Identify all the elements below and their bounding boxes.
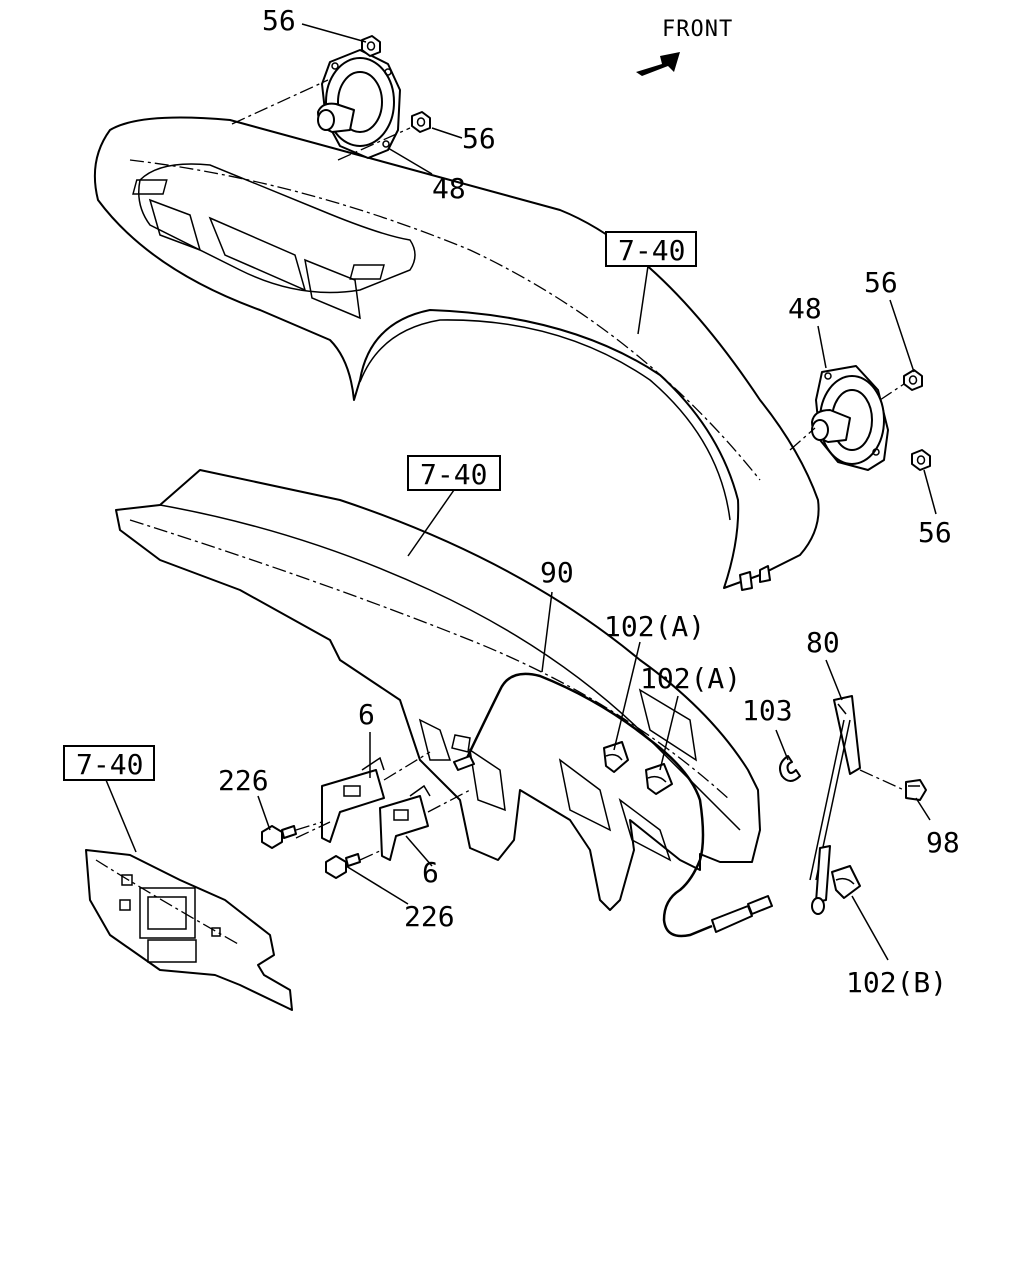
callout-102a: 102(A): [640, 662, 741, 695]
callout-6: 6: [422, 856, 439, 889]
screw-98: [905, 779, 927, 801]
antenna-80: [809, 695, 861, 915]
callout-6: 6: [358, 698, 375, 731]
callout-102a: 102(A): [604, 610, 705, 643]
callout-56: 56: [462, 122, 496, 155]
callout-226: 226: [218, 764, 269, 797]
bracket-6-lower: [379, 784, 431, 861]
callout-102b: 102(B): [846, 966, 947, 999]
lower-left-trim-panel: [85, 849, 293, 1011]
bracket-6-upper: [321, 756, 385, 843]
callout-48: 48: [788, 292, 822, 325]
speaker-right: [811, 365, 889, 471]
clip-102a-left: [603, 741, 629, 773]
bolt-226-upper: [261, 825, 297, 849]
speaker-left: [317, 49, 401, 159]
leader-lines: [105, 23, 937, 961]
callout-48: 48: [432, 172, 466, 205]
callout-98: 98: [926, 826, 960, 859]
callout-90: 90: [540, 556, 574, 589]
ring-103: [779, 755, 801, 782]
nut-56-top: [361, 35, 381, 57]
clip-102b: [831, 865, 861, 899]
callout-56: 56: [864, 266, 898, 299]
nut-56-left-side: [411, 111, 431, 133]
callout-56: 56: [262, 4, 296, 37]
nut-56-right-top: [903, 369, 923, 391]
ref-box-lower-frame: 7-40: [407, 455, 501, 491]
ref-box-upper-panel: 7-40: [605, 231, 697, 267]
front-indicator: FRONT: [636, 17, 733, 76]
antenna-cable-90: [453, 672, 773, 938]
ref-box-trim-panel: 7-40: [63, 745, 155, 781]
ref-label-lower: 7-40: [76, 748, 143, 781]
upper-dash-panel: [93, 116, 820, 591]
ref-label-upper: 7-40: [618, 234, 685, 267]
callout-labels: 56 56 48 48 56 56 90 102(A) 102(A) 80 10…: [218, 4, 960, 999]
front-arrow-icon: [636, 52, 680, 76]
callout-56: 56: [918, 516, 952, 549]
callout-80: 80: [806, 626, 840, 659]
bolt-226-lower: [325, 853, 361, 879]
nut-56-right-bottom: [911, 449, 931, 471]
callout-226: 226: [404, 900, 455, 933]
callout-103: 103: [742, 694, 793, 727]
ref-label-middle: 7-40: [420, 458, 487, 491]
front-label: FRONT: [662, 17, 733, 42]
